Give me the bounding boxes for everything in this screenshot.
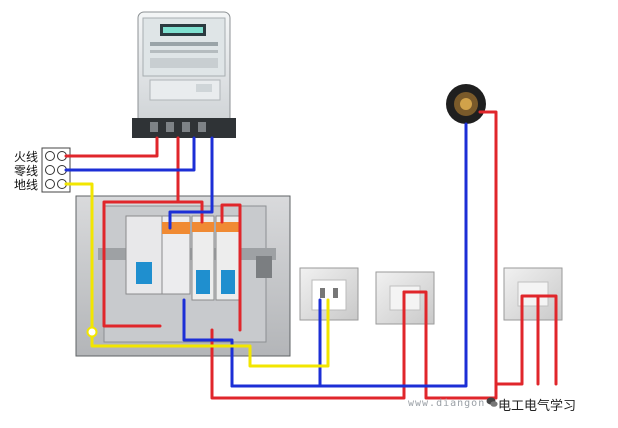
lamp-socket-icon <box>446 84 486 124</box>
wires <box>64 110 558 400</box>
ground-label: 地线 <box>14 178 39 192</box>
watermark-text: 电工电气学习 <box>498 399 577 414</box>
neutral-label: 零线 <box>14 164 39 178</box>
watermark-url: www.diangon <box>408 398 486 409</box>
breaker-icon <box>125 215 241 301</box>
wechat-logo-icon <box>486 397 498 407</box>
live-label: 火线 <box>14 150 39 164</box>
electric-meter-icon <box>132 11 236 138</box>
